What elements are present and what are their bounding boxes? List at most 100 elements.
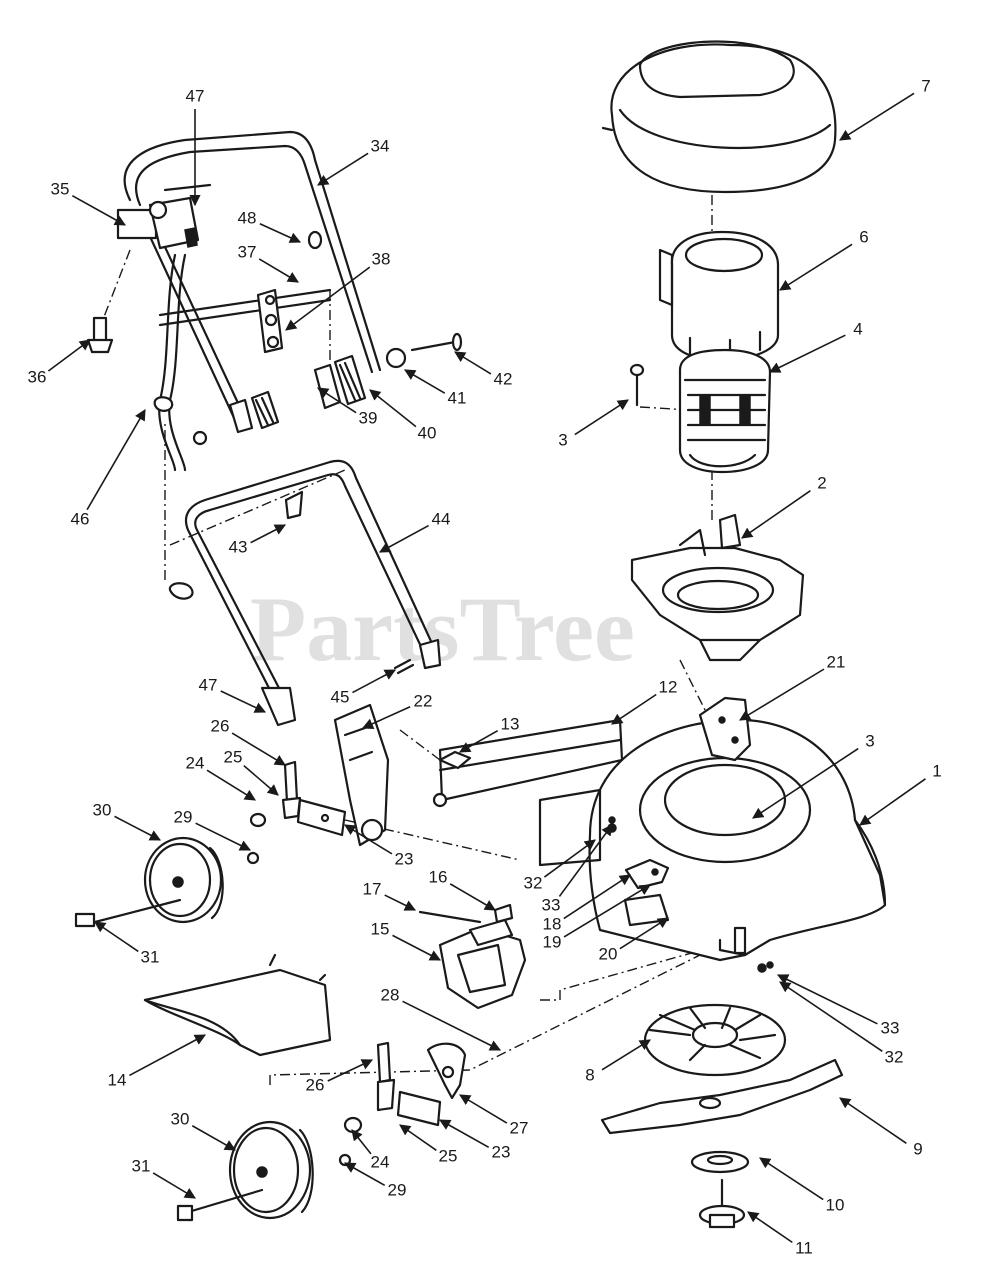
callout-number: 24 <box>186 753 205 772</box>
leader-arrow <box>839 92 915 141</box>
discharge-chute <box>418 903 527 1010</box>
leader-arrow <box>739 668 825 721</box>
motor-mount <box>630 513 805 662</box>
leader-arrow <box>779 243 853 291</box>
callout-30: 30 <box>93 800 161 841</box>
callout-number: 25 <box>439 1146 458 1165</box>
leader-arrow <box>563 874 631 920</box>
callout-number: 33 <box>542 895 561 914</box>
leader-arrow <box>543 839 596 878</box>
callout-38: 38 <box>285 249 390 331</box>
callout-number: 7 <box>921 76 930 95</box>
callout-number: 48 <box>238 208 257 227</box>
leader-arrow <box>619 917 669 950</box>
callout-30: 30 <box>171 1109 236 1151</box>
callout-26: 26 <box>306 1059 374 1094</box>
callout-42: 42 <box>454 351 512 388</box>
callout-number: 24 <box>371 1152 390 1171</box>
deck-bracket <box>698 696 752 762</box>
callout-number: 43 <box>229 537 248 556</box>
rear-baffle <box>432 718 624 808</box>
callout-number: 32 <box>524 873 543 892</box>
callout-29: 29 <box>344 1162 406 1199</box>
callout-7: 7 <box>839 76 931 141</box>
leader-arrow <box>344 824 393 855</box>
callout-number: 39 <box>359 408 378 427</box>
leader-arrow <box>191 1125 236 1151</box>
rear-axle-assembly <box>338 1041 442 1167</box>
callout-number: 9 <box>913 1139 922 1158</box>
leader-arrow <box>351 1129 372 1155</box>
upper-handle <box>123 130 382 422</box>
leader-arrow <box>454 351 492 375</box>
callout-35: 35 <box>51 179 126 226</box>
leader-arrow <box>459 730 499 753</box>
callout-24: 24 <box>351 1129 390 1171</box>
leader-arrow <box>601 1039 651 1071</box>
callout-45: 45 <box>331 669 396 706</box>
callout-43: 43 <box>229 524 286 556</box>
front-axle-assembly <box>246 760 347 865</box>
callout-number: 47 <box>199 675 218 694</box>
callout-31: 31 <box>94 921 160 966</box>
callout-33: 33 <box>542 824 613 914</box>
leader-arrow <box>574 399 629 436</box>
callout-number: 1 <box>932 761 941 780</box>
leader-arrow <box>47 339 91 372</box>
callout-1: 1 <box>859 761 942 826</box>
callout-32: 32 <box>779 981 903 1066</box>
leader-arrow <box>152 1172 196 1199</box>
callout-28: 28 <box>381 985 502 1051</box>
callout-39: 39 <box>317 387 378 427</box>
leader-arrow <box>611 693 657 725</box>
callout-number: 28 <box>381 985 400 1004</box>
callout-10: 10 <box>759 1157 845 1214</box>
callout-number: 20 <box>599 944 618 963</box>
leader-arrow <box>752 747 859 819</box>
callout-number: 47 <box>186 86 205 105</box>
leader-arrow <box>558 824 613 897</box>
leader-arrow <box>259 223 302 243</box>
watermark-text: PartsTree <box>250 578 635 680</box>
leader-arrow <box>344 1162 386 1187</box>
callout-number: 12 <box>659 677 678 696</box>
callout-40: 40 <box>369 389 436 442</box>
callout-number: 10 <box>826 1195 845 1214</box>
height-adjuster <box>333 703 390 847</box>
leader-arrow <box>449 883 496 911</box>
leader-arrow <box>768 334 846 373</box>
callout-number: 2 <box>817 473 826 492</box>
callout-number: 4 <box>853 319 862 338</box>
handle-knobs <box>228 354 367 434</box>
callout-number: 23 <box>492 1142 511 1161</box>
callout-number: 37 <box>238 242 257 261</box>
power-cord <box>158 253 187 472</box>
impeller-fan <box>643 1003 787 1077</box>
switch-box <box>116 183 212 250</box>
callout-number: 41 <box>448 388 467 407</box>
callout-17: 17 <box>363 879 417 911</box>
cord-retainer <box>256 288 284 354</box>
leader-arrow <box>94 921 139 953</box>
grass-deflector <box>143 953 332 1057</box>
callout-36: 36 <box>28 339 91 386</box>
leader-arrow <box>258 258 299 283</box>
handle-screw <box>86 316 114 354</box>
callout-number: 31 <box>132 1156 151 1175</box>
callout-number: 26 <box>211 716 230 735</box>
leader-arrow <box>404 369 446 394</box>
callout-9: 9 <box>839 1097 923 1158</box>
leader-arrow <box>250 524 286 544</box>
callout-number: 3 <box>558 430 567 449</box>
callout-8: 8 <box>585 1039 651 1084</box>
callout-number: 31 <box>141 947 160 966</box>
callout-number: 46 <box>71 509 90 528</box>
rear-height-bracket <box>426 1042 467 1100</box>
callout-number: 3 <box>865 731 874 750</box>
clip-45 <box>393 658 415 675</box>
callout-number: 11 <box>795 1238 813 1257</box>
callout-number: 34 <box>371 136 390 155</box>
callout-23: 23 <box>439 1119 511 1161</box>
